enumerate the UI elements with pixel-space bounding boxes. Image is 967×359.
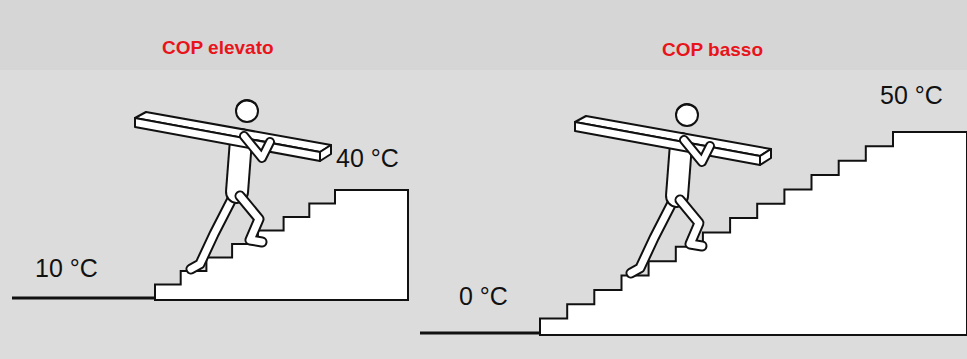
ground-line (12, 297, 155, 300)
temperature-label: 40 °C (336, 146, 399, 171)
man-carrying-plank (575, 104, 771, 273)
temperature-label: 10 °C (35, 256, 98, 281)
background-band (0, 0, 967, 70)
man-carrying-plank (135, 100, 331, 269)
heading-label: COP basso (662, 40, 763, 59)
temperature-label: 50 °C (880, 83, 943, 108)
heading-label: COP elevato (162, 38, 274, 57)
ground-line (420, 332, 540, 335)
temperature-label: 0 °C (459, 284, 508, 309)
staircase (155, 190, 408, 300)
